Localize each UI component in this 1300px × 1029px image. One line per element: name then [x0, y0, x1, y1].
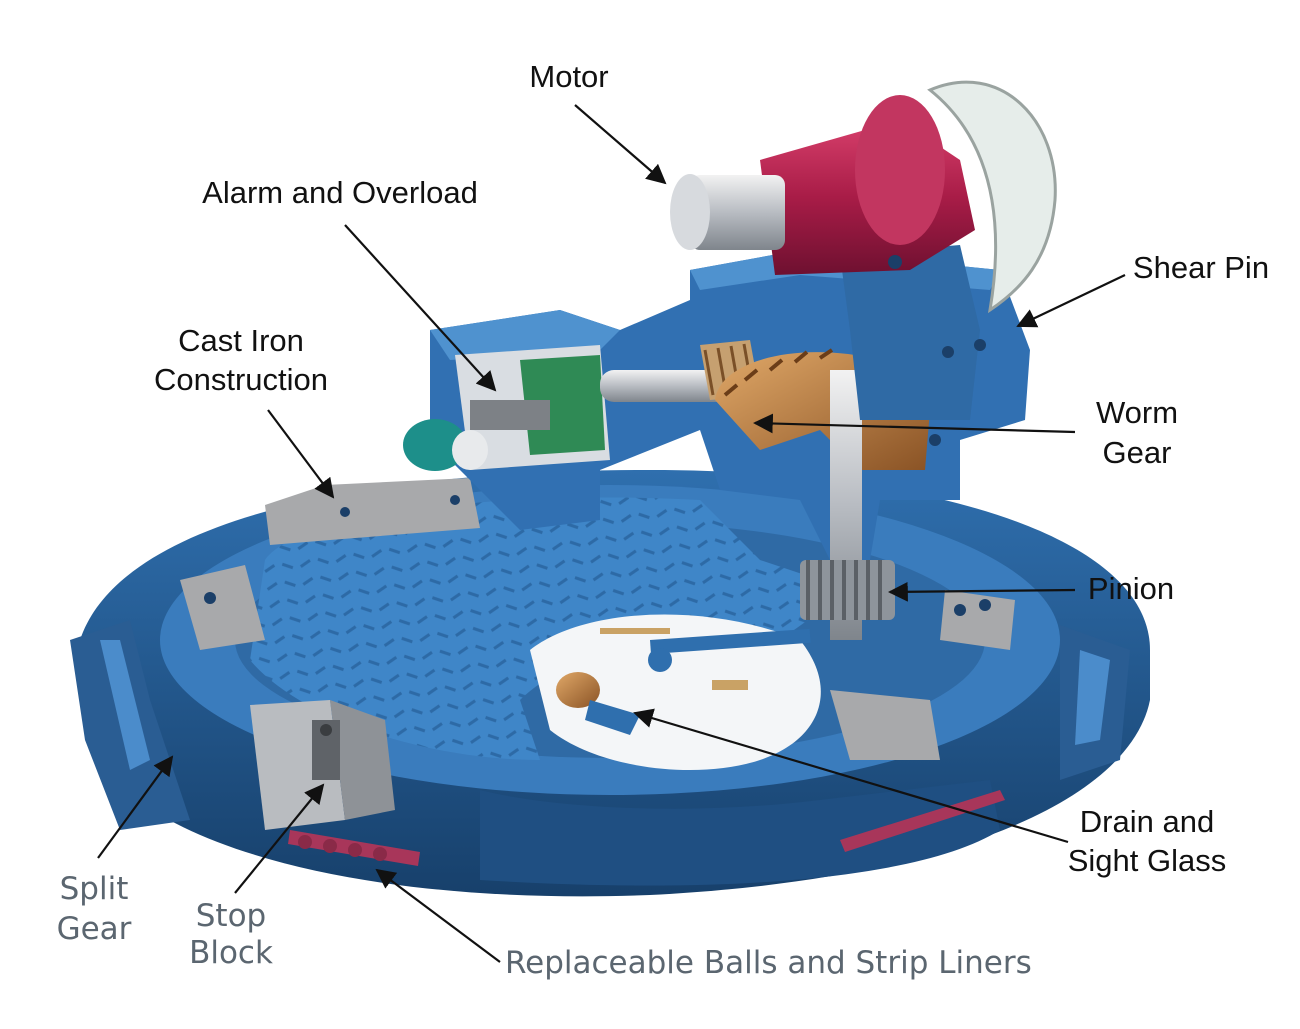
balls-liners-arrow	[375, 868, 501, 963]
machine-illustration	[70, 80, 1150, 897]
wear-pad	[180, 565, 265, 650]
motor-assembly	[670, 80, 1057, 314]
balls-and-strip-liners	[288, 790, 1005, 866]
label-motor: Motor	[529, 59, 608, 94]
label-split-gear-line2: Gear	[57, 911, 132, 947]
label-split-gear-line1: Split	[60, 871, 129, 907]
motor-fan-shroud	[927, 80, 1057, 314]
split-gear-arrow	[97, 755, 174, 859]
label-shear-pin: Shear Pin	[1133, 250, 1269, 285]
limit-switch	[403, 419, 467, 471]
cast-iron-arrow	[267, 409, 335, 499]
labels: Motor Alarm and Overload Shear Pin Cast …	[57, 59, 1269, 981]
label-replaceable-balls: Replaceable Balls and Strip Liners	[505, 945, 1032, 981]
stop-block-arrow	[234, 783, 325, 894]
label-stop-block-line2: Block	[189, 935, 273, 971]
label-cast-iron-line2: Construction	[154, 362, 328, 397]
pinion-arrow	[888, 581, 1076, 602]
shear-pin-arrow	[1016, 274, 1126, 328]
label-alarm-overload: Alarm and Overload	[202, 175, 478, 210]
motor-bracket	[840, 245, 980, 420]
leader-arrows	[97, 104, 1126, 963]
label-worm-gear-line1: Worm	[1096, 395, 1178, 430]
worm-gear-arrow	[753, 413, 1076, 434]
label-worm-gear-line2: Gear	[1103, 435, 1172, 470]
center-opening	[530, 614, 821, 770]
label-drain-line1: Drain and	[1080, 804, 1214, 839]
label-stop-block-line1: Stop	[196, 898, 266, 934]
label-cast-iron-line1: Cast Iron	[178, 323, 304, 358]
drain-arrow	[633, 708, 1069, 844]
wear-pad	[940, 590, 1015, 650]
turntable-tread-plate	[250, 497, 850, 760]
alarm-arrow	[344, 224, 497, 392]
motor-arrow	[574, 104, 667, 185]
ring-front-segment	[480, 780, 1000, 886]
label-pinion: Pinion	[1088, 571, 1174, 606]
wear-pad	[830, 690, 940, 760]
bolts	[204, 255, 991, 616]
stop-block	[250, 700, 395, 830]
pinion-gear	[800, 560, 895, 620]
label-drain-line2: Sight Glass	[1068, 843, 1227, 878]
drain-and-sight-glass	[556, 628, 811, 735]
